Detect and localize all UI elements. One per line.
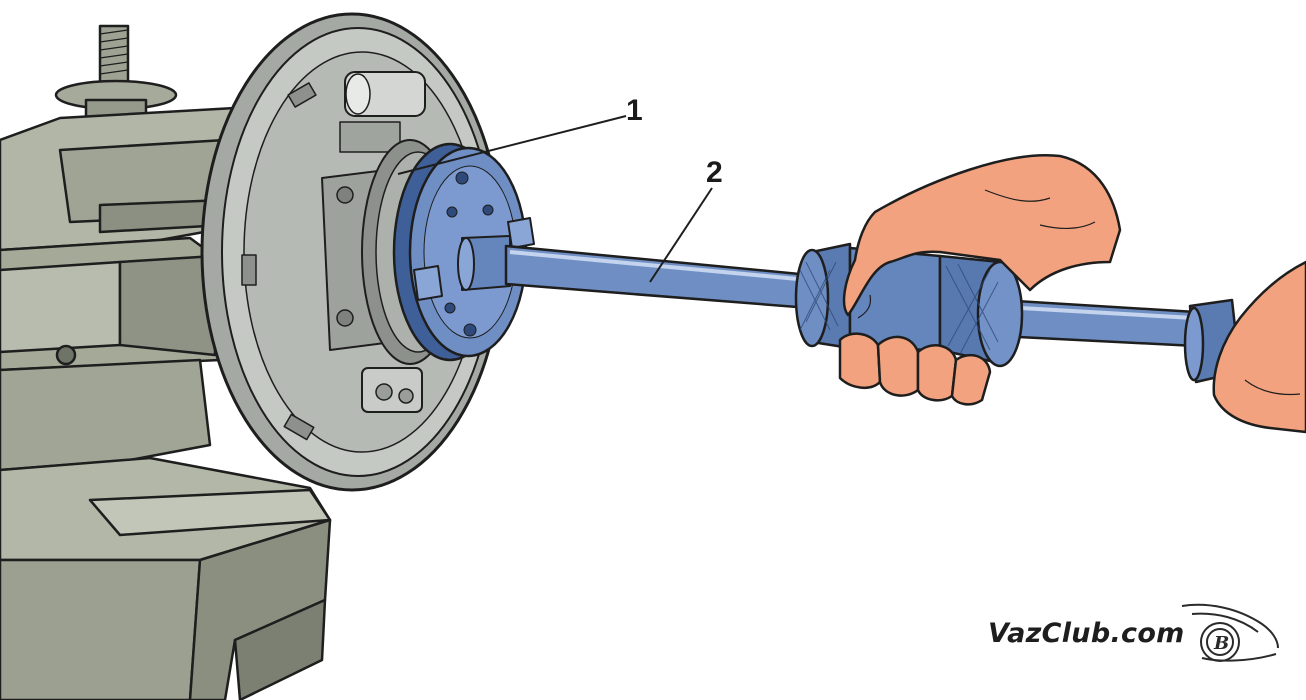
bench-vise (0, 24, 332, 700)
car-logo-icon: B (1181, 603, 1279, 662)
callout-1-label: 1 (626, 94, 643, 127)
callout-2-label: 2 (706, 156, 723, 189)
puller-flange (392, 142, 535, 362)
svg-text:B: B (1213, 633, 1229, 654)
hand-holding-rod-end (1212, 260, 1306, 434)
slide-hammer-weight (794, 242, 1024, 368)
watermark-text: VazClub.com (988, 618, 1185, 649)
hand-gripping-weight (838, 154, 1122, 406)
leader-lines (397, 115, 713, 283)
leader-line-1 (397, 115, 627, 175)
leader-line-2 (649, 187, 713, 283)
